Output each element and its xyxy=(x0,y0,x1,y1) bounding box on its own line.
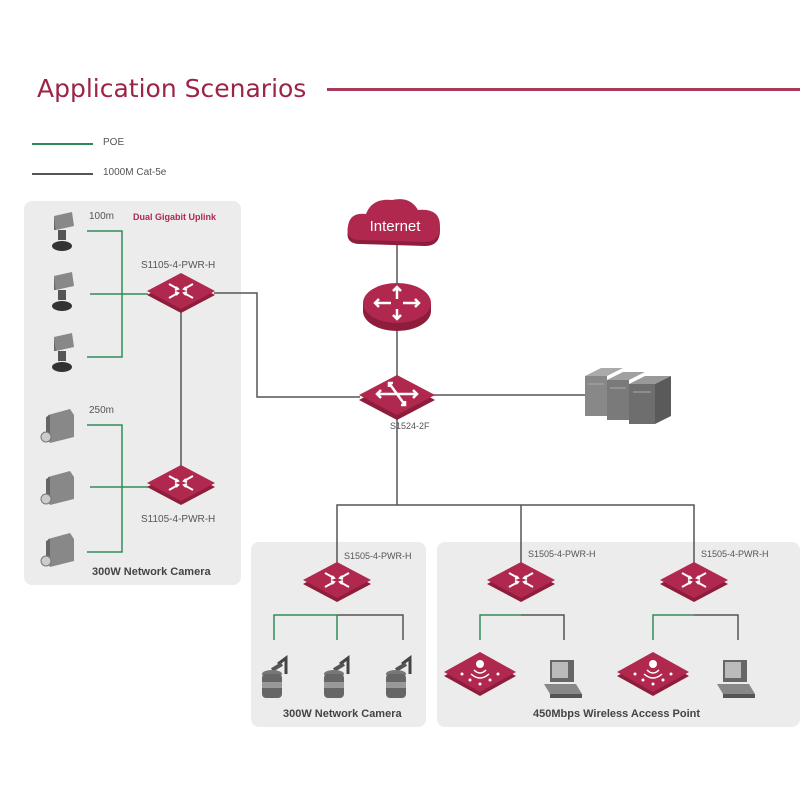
box-camera-icon xyxy=(40,532,75,568)
bottom-switch-3-label: S1505-4-PWR-H xyxy=(701,549,769,559)
pc-icon xyxy=(544,660,582,698)
left-bottom-distance: 250m xyxy=(89,405,115,416)
link-sw3-pc xyxy=(694,614,739,640)
left-top-distance: 100m xyxy=(89,211,115,222)
legend-poe-label: POE xyxy=(103,137,125,148)
bottom-switch-1-label: S1505-4-PWR-H xyxy=(344,551,412,561)
internet-label: Internet xyxy=(370,218,422,235)
dome-camera-icon xyxy=(52,212,74,251)
left-camera-panel xyxy=(24,201,241,585)
poe-links xyxy=(87,230,694,640)
box-camera-icon xyxy=(40,470,75,506)
link-sw2-pc xyxy=(521,614,565,640)
bottom-switch-2-icon xyxy=(487,562,555,602)
poe-sw1-cams xyxy=(273,614,338,640)
ptz-camera-icon xyxy=(384,656,412,700)
left-top-switch-icon xyxy=(147,273,215,313)
title-divider xyxy=(327,88,800,91)
bottom-switch-2-label: S1505-4-PWR-H xyxy=(528,549,596,559)
link-left-core xyxy=(214,292,360,398)
wireless-ap-icon xyxy=(443,651,517,697)
cat5e-links xyxy=(180,240,739,640)
pc-icon xyxy=(717,660,755,698)
dome-camera-icon xyxy=(52,333,74,372)
core-switch-label: S1524-2F xyxy=(390,421,430,431)
left-panel-caption: 300W Network Camera xyxy=(92,566,211,578)
poe-left-bottom-trunk xyxy=(87,424,123,553)
left-bottom-switch-label: S1105-4-PWR-H xyxy=(141,514,216,525)
legend-cat5e-line xyxy=(32,173,93,175)
left-bottom-switch-icon xyxy=(147,465,215,505)
bottom-switch-1-icon xyxy=(303,562,371,602)
wireless-ap-icon xyxy=(616,651,690,697)
legend-cat5e-label: 1000M Cat-5e xyxy=(103,167,167,178)
link-sw1-cam3 xyxy=(337,614,404,640)
router-icon xyxy=(363,283,431,331)
server-cluster-icon xyxy=(585,368,671,424)
link-bus xyxy=(336,504,695,570)
bottom-left-caption: 300W Network Camera xyxy=(283,708,402,720)
poe-sw2-ap xyxy=(479,614,521,640)
page-title: Application Scenarios xyxy=(37,74,307,103)
bottom-right-caption: 450Mbps Wireless Access Point xyxy=(533,708,701,720)
ptz-camera-icon xyxy=(260,656,288,700)
poe-sw3-ap xyxy=(652,614,694,640)
core-switch-icon xyxy=(359,375,435,420)
uplink-label: Dual Gigabit Uplink xyxy=(133,212,217,222)
internet-cloud-icon xyxy=(347,199,440,246)
dome-camera-icon xyxy=(52,272,74,311)
ptz-camera-icon xyxy=(322,656,350,700)
legend-poe-line xyxy=(32,143,93,145)
bottom-switch-3-icon xyxy=(660,562,728,602)
left-top-switch-label: S1105-4-PWR-H xyxy=(141,260,216,271)
box-camera-icon xyxy=(40,408,75,444)
